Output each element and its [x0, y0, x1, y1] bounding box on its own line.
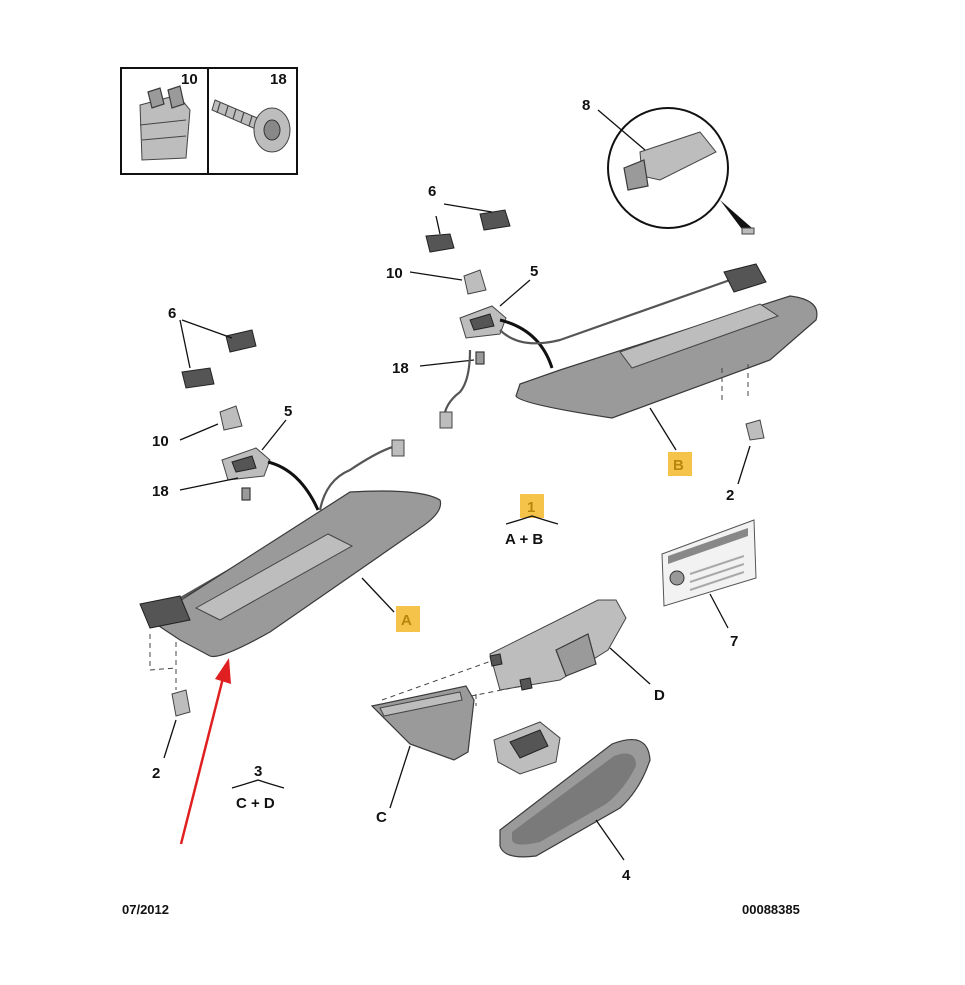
group-1-label: 1 A + B — [505, 494, 559, 548]
label-c-plus-d: C + D — [236, 795, 275, 812]
label-6-right: 6 — [428, 183, 436, 200]
label-A: A — [401, 612, 412, 629]
visor-a: 6 10 5 18 A 2 — [139, 305, 442, 782]
clip-icon — [139, 85, 191, 161]
label-2-right: 2 — [726, 487, 734, 504]
label-10-right: 10 — [386, 265, 403, 282]
mirror-cover-d: D — [381, 599, 665, 711]
label-D: D — [654, 687, 665, 704]
screw-icon — [211, 99, 291, 153]
label-4: 4 — [622, 867, 631, 884]
label-3: 3 — [254, 763, 262, 780]
label-5-right: 5 — [530, 263, 538, 280]
label-a-plus-b: A + B — [505, 531, 543, 548]
label-C: C — [376, 809, 387, 826]
label-B: B — [673, 457, 684, 474]
highlight-b — [668, 452, 692, 476]
inset-box: 10 18 — [120, 67, 298, 175]
label-10-left: 10 — [152, 433, 169, 450]
label-8: 8 — [582, 97, 590, 114]
mirror-cover-c: C — [370, 685, 475, 826]
detail-circle: 8 — [582, 97, 755, 235]
group-3-label: 3 C + D — [231, 763, 285, 812]
inset-label-10: 10 — [181, 71, 198, 88]
label-5-left: 5 — [284, 403, 292, 420]
visor-b: 6 10 5 18 B 2 — [386, 183, 818, 504]
rear-mirror: 4 — [493, 721, 651, 884]
label-18-right: 18 — [392, 360, 409, 377]
warning-sticker: 7 — [661, 519, 757, 650]
label-1: 1 — [527, 499, 535, 516]
highlight-a — [396, 606, 420, 632]
label-7: 7 — [730, 633, 738, 650]
label-6-left: 6 — [168, 305, 176, 322]
red-arrow — [179, 658, 231, 845]
highlight-1 — [520, 494, 544, 518]
footer-date: 07/2012 — [122, 902, 169, 917]
label-2-left: 2 — [152, 765, 160, 782]
footer-ref: 00088385 — [742, 902, 800, 917]
inset-label-18: 18 — [270, 71, 287, 88]
label-18-left: 18 — [152, 483, 169, 500]
